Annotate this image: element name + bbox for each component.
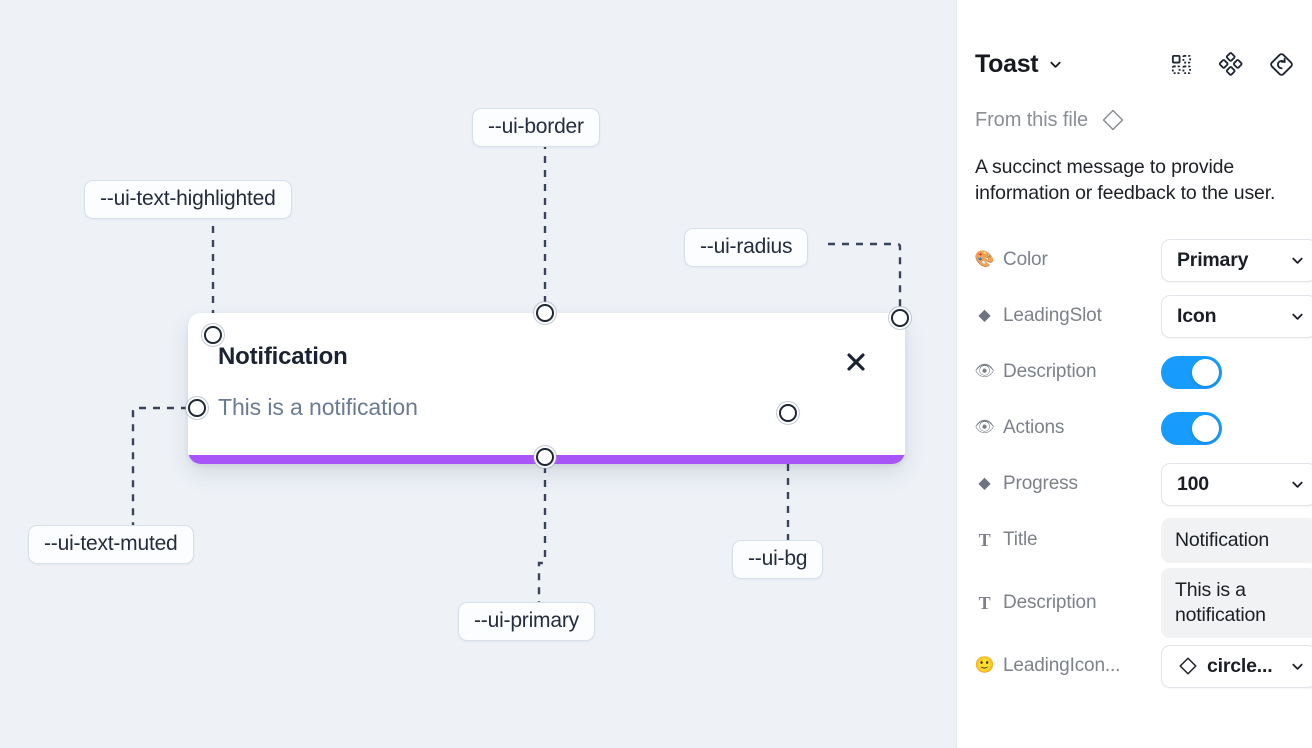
token-label-text-highlighted[interactable]: --ui-text-highlighted bbox=[84, 180, 292, 219]
token-label-primary[interactable]: --ui-primary bbox=[458, 602, 595, 641]
toast-title: Notification bbox=[218, 343, 348, 370]
component-description: A succinct message to provide informatio… bbox=[975, 156, 1276, 204]
diamond-outline-icon bbox=[1100, 107, 1126, 133]
anchor-radius[interactable] bbox=[891, 309, 909, 327]
connector-primary bbox=[537, 466, 547, 603]
anchor-primary[interactable] bbox=[536, 448, 554, 466]
property-row-actions-toggle: 👁 Actions bbox=[975, 400, 1294, 456]
color-select[interactable]: Primary bbox=[1161, 238, 1312, 282]
token-label-text-muted[interactable]: --ui-text-muted bbox=[28, 525, 194, 564]
property-label-description-text: T Description bbox=[975, 592, 1151, 614]
component-set-icon[interactable] bbox=[1168, 51, 1194, 77]
panel-title: Toast bbox=[975, 49, 1039, 78]
property-label-color: 🎨 Color bbox=[975, 249, 1048, 271]
anchor-border[interactable] bbox=[536, 304, 554, 322]
chevron-down-icon bbox=[1290, 253, 1305, 268]
property-row-leading-icon: 🙂 LeadingIcon... circle... bbox=[975, 638, 1312, 694]
color-select-value: Primary bbox=[1177, 248, 1249, 271]
design-canvas[interactable]: Notification This is a notification --ui… bbox=[0, 0, 956, 748]
toggle-knob bbox=[1192, 414, 1219, 442]
close-x-icon[interactable] bbox=[843, 349, 869, 375]
chevron-down-icon[interactable] bbox=[1048, 57, 1063, 72]
token-label-bg[interactable]: --ui-bg bbox=[732, 540, 824, 579]
diamond-filled-icon: ◆ bbox=[978, 475, 991, 493]
leading-slot-select[interactable]: Icon bbox=[1161, 294, 1312, 338]
property-label-leading-slot: ◆ LeadingSlot bbox=[975, 305, 1151, 327]
text-t-icon: T bbox=[978, 530, 991, 551]
eye-emoji-icon: 👁 bbox=[975, 419, 995, 437]
diamond-filled-icon: ◆ bbox=[978, 307, 991, 325]
actions-toggle[interactable] bbox=[1161, 411, 1222, 445]
chevron-down-icon bbox=[1290, 659, 1305, 674]
description-toggle[interactable] bbox=[1161, 355, 1222, 389]
property-label-progress: ◆ Progress bbox=[975, 473, 1151, 495]
leading-slot-select-value: Icon bbox=[1177, 304, 1217, 327]
from-this-file-label: From this file bbox=[975, 108, 1089, 131]
variants-cluster-icon[interactable] bbox=[1218, 51, 1244, 77]
property-row-color: 🎨 Color Primary bbox=[975, 232, 1312, 288]
property-label-title: T Title bbox=[975, 529, 1151, 551]
title-input[interactable]: Notification bbox=[1161, 517, 1312, 563]
palette-emoji-icon: 🎨 bbox=[975, 251, 995, 269]
property-row-title: T Title Notification bbox=[975, 512, 1312, 568]
property-row-leading-slot: ◆ LeadingSlot Icon bbox=[975, 288, 1312, 344]
progress-select-value: 100 bbox=[1177, 472, 1209, 495]
panel-header-icons bbox=[1168, 51, 1294, 77]
property-row-description-toggle: 👁 Description bbox=[975, 344, 1294, 400]
property-label-leading-icon: 🙂 LeadingIcon... bbox=[975, 655, 1121, 677]
anchor-text-muted[interactable] bbox=[188, 399, 206, 417]
text-t-icon: T bbox=[978, 593, 991, 614]
property-row-description-text: T Description This is a notification bbox=[975, 568, 1312, 639]
progress-select[interactable]: 100 bbox=[1161, 462, 1312, 506]
description-input[interactable]: This is a notification bbox=[1161, 568, 1312, 639]
chevron-down-icon bbox=[1290, 309, 1305, 324]
from-this-file-row[interactable]: From this file bbox=[975, 107, 1294, 133]
toast-component-preview[interactable]: Notification This is a notification bbox=[188, 313, 905, 464]
toggle-knob bbox=[1192, 358, 1219, 386]
anchor-bg[interactable] bbox=[779, 404, 797, 422]
token-label-radius[interactable]: --ui-radius bbox=[684, 228, 809, 267]
token-label-border[interactable]: --ui-border bbox=[472, 108, 600, 147]
properties-panel: Toast bbox=[956, 0, 1312, 748]
leading-icon-select-value: circle... bbox=[1207, 654, 1273, 677]
chevron-down-icon bbox=[1290, 477, 1305, 492]
panel-header: Toast bbox=[975, 36, 1294, 92]
property-list: 🎨 Color Primary ◆ L bbox=[975, 232, 1312, 694]
property-label-description-toggle: 👁 Description bbox=[975, 361, 1097, 383]
property-row-progress: ◆ Progress 100 bbox=[975, 456, 1312, 512]
reset-instance-icon[interactable] bbox=[1268, 51, 1294, 77]
eye-emoji-icon: 👁 bbox=[975, 363, 995, 381]
diamond-outline-icon bbox=[1177, 655, 1199, 677]
property-label-actions-toggle: 👁 Actions bbox=[975, 417, 1065, 439]
connector-text-muted bbox=[131, 406, 188, 525]
connector-radius bbox=[828, 242, 902, 309]
smiley-emoji-icon: 🙂 bbox=[975, 657, 995, 675]
toast-description: This is a notification bbox=[218, 394, 418, 420]
anchor-text-highlighted[interactable] bbox=[204, 326, 222, 344]
leading-icon-select[interactable]: circle... bbox=[1161, 644, 1312, 688]
